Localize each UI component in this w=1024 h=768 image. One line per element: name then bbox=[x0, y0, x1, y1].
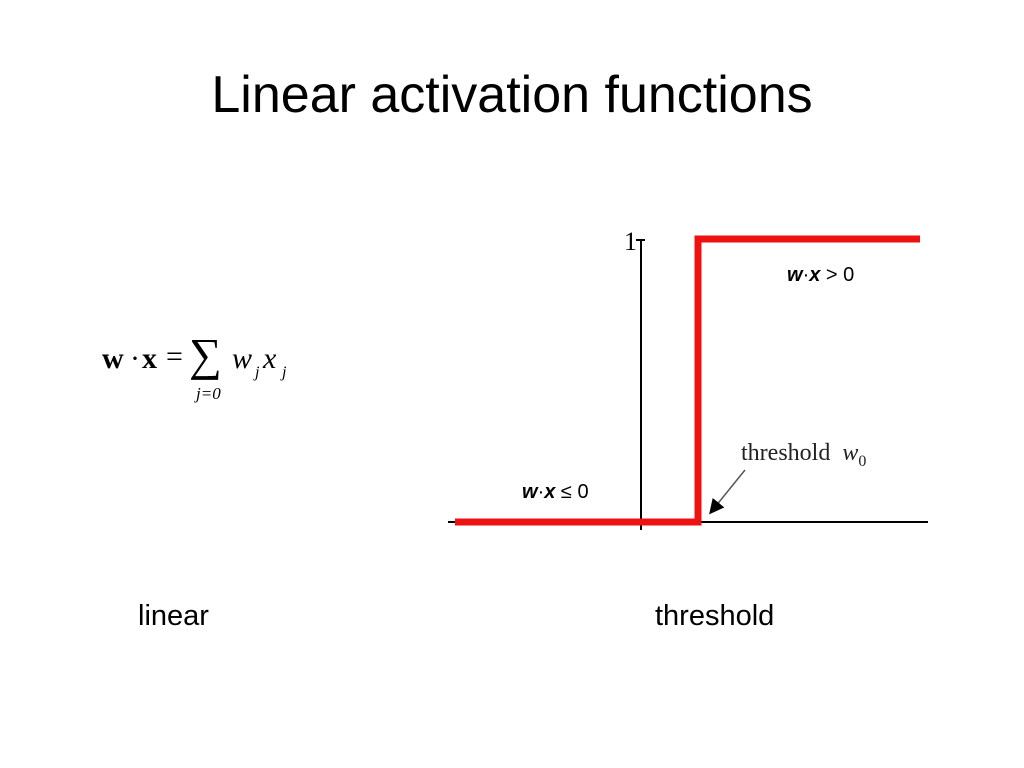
caption-threshold: threshold bbox=[655, 600, 775, 632]
step-function-line bbox=[455, 235, 920, 526]
formula-term-w: w bbox=[232, 342, 253, 375]
caption-linear: linear bbox=[138, 600, 209, 632]
slide-title: Linear activation functions bbox=[211, 66, 813, 124]
threshold-variable: w bbox=[842, 440, 858, 466]
upper-region-dot: · bbox=[803, 264, 810, 286]
lower-region-w: w bbox=[522, 481, 539, 503]
y-tick-label: 1 bbox=[624, 227, 637, 256]
summation-symbol: ∑ bbox=[189, 329, 222, 380]
upper-region-w: w bbox=[787, 264, 804, 286]
threshold-arrow bbox=[709, 469, 746, 515]
formula-term-x: x bbox=[263, 342, 277, 375]
threshold-annotation-text: threshold bbox=[741, 440, 830, 466]
formula-term-w-subscript: j bbox=[255, 364, 260, 381]
upper-region-x: x bbox=[808, 264, 821, 286]
upper-region-label: w·x > 0 bbox=[787, 264, 854, 286]
formula-dot: · bbox=[130, 342, 140, 375]
summation-index: j=0 bbox=[196, 384, 221, 403]
formula-term-x-subscript: j bbox=[282, 364, 287, 381]
lower-region-condition: ≤ 0 bbox=[555, 481, 588, 503]
threshold-variable-subscript: 0 bbox=[858, 453, 866, 470]
upper-region-condition: > 0 bbox=[820, 264, 854, 286]
dot-product-formula: w · x = ∑ j=0 w j x j bbox=[96, 329, 336, 420]
formula-w: w bbox=[102, 342, 124, 375]
lower-region-x: x bbox=[543, 481, 556, 503]
lower-region-dot: · bbox=[538, 481, 545, 503]
lower-region-label: w·x ≤ 0 bbox=[522, 481, 589, 503]
formula-x: x bbox=[142, 342, 157, 375]
threshold-annotation: threshold w0 bbox=[741, 440, 866, 470]
formula-equals: = bbox=[166, 340, 183, 373]
